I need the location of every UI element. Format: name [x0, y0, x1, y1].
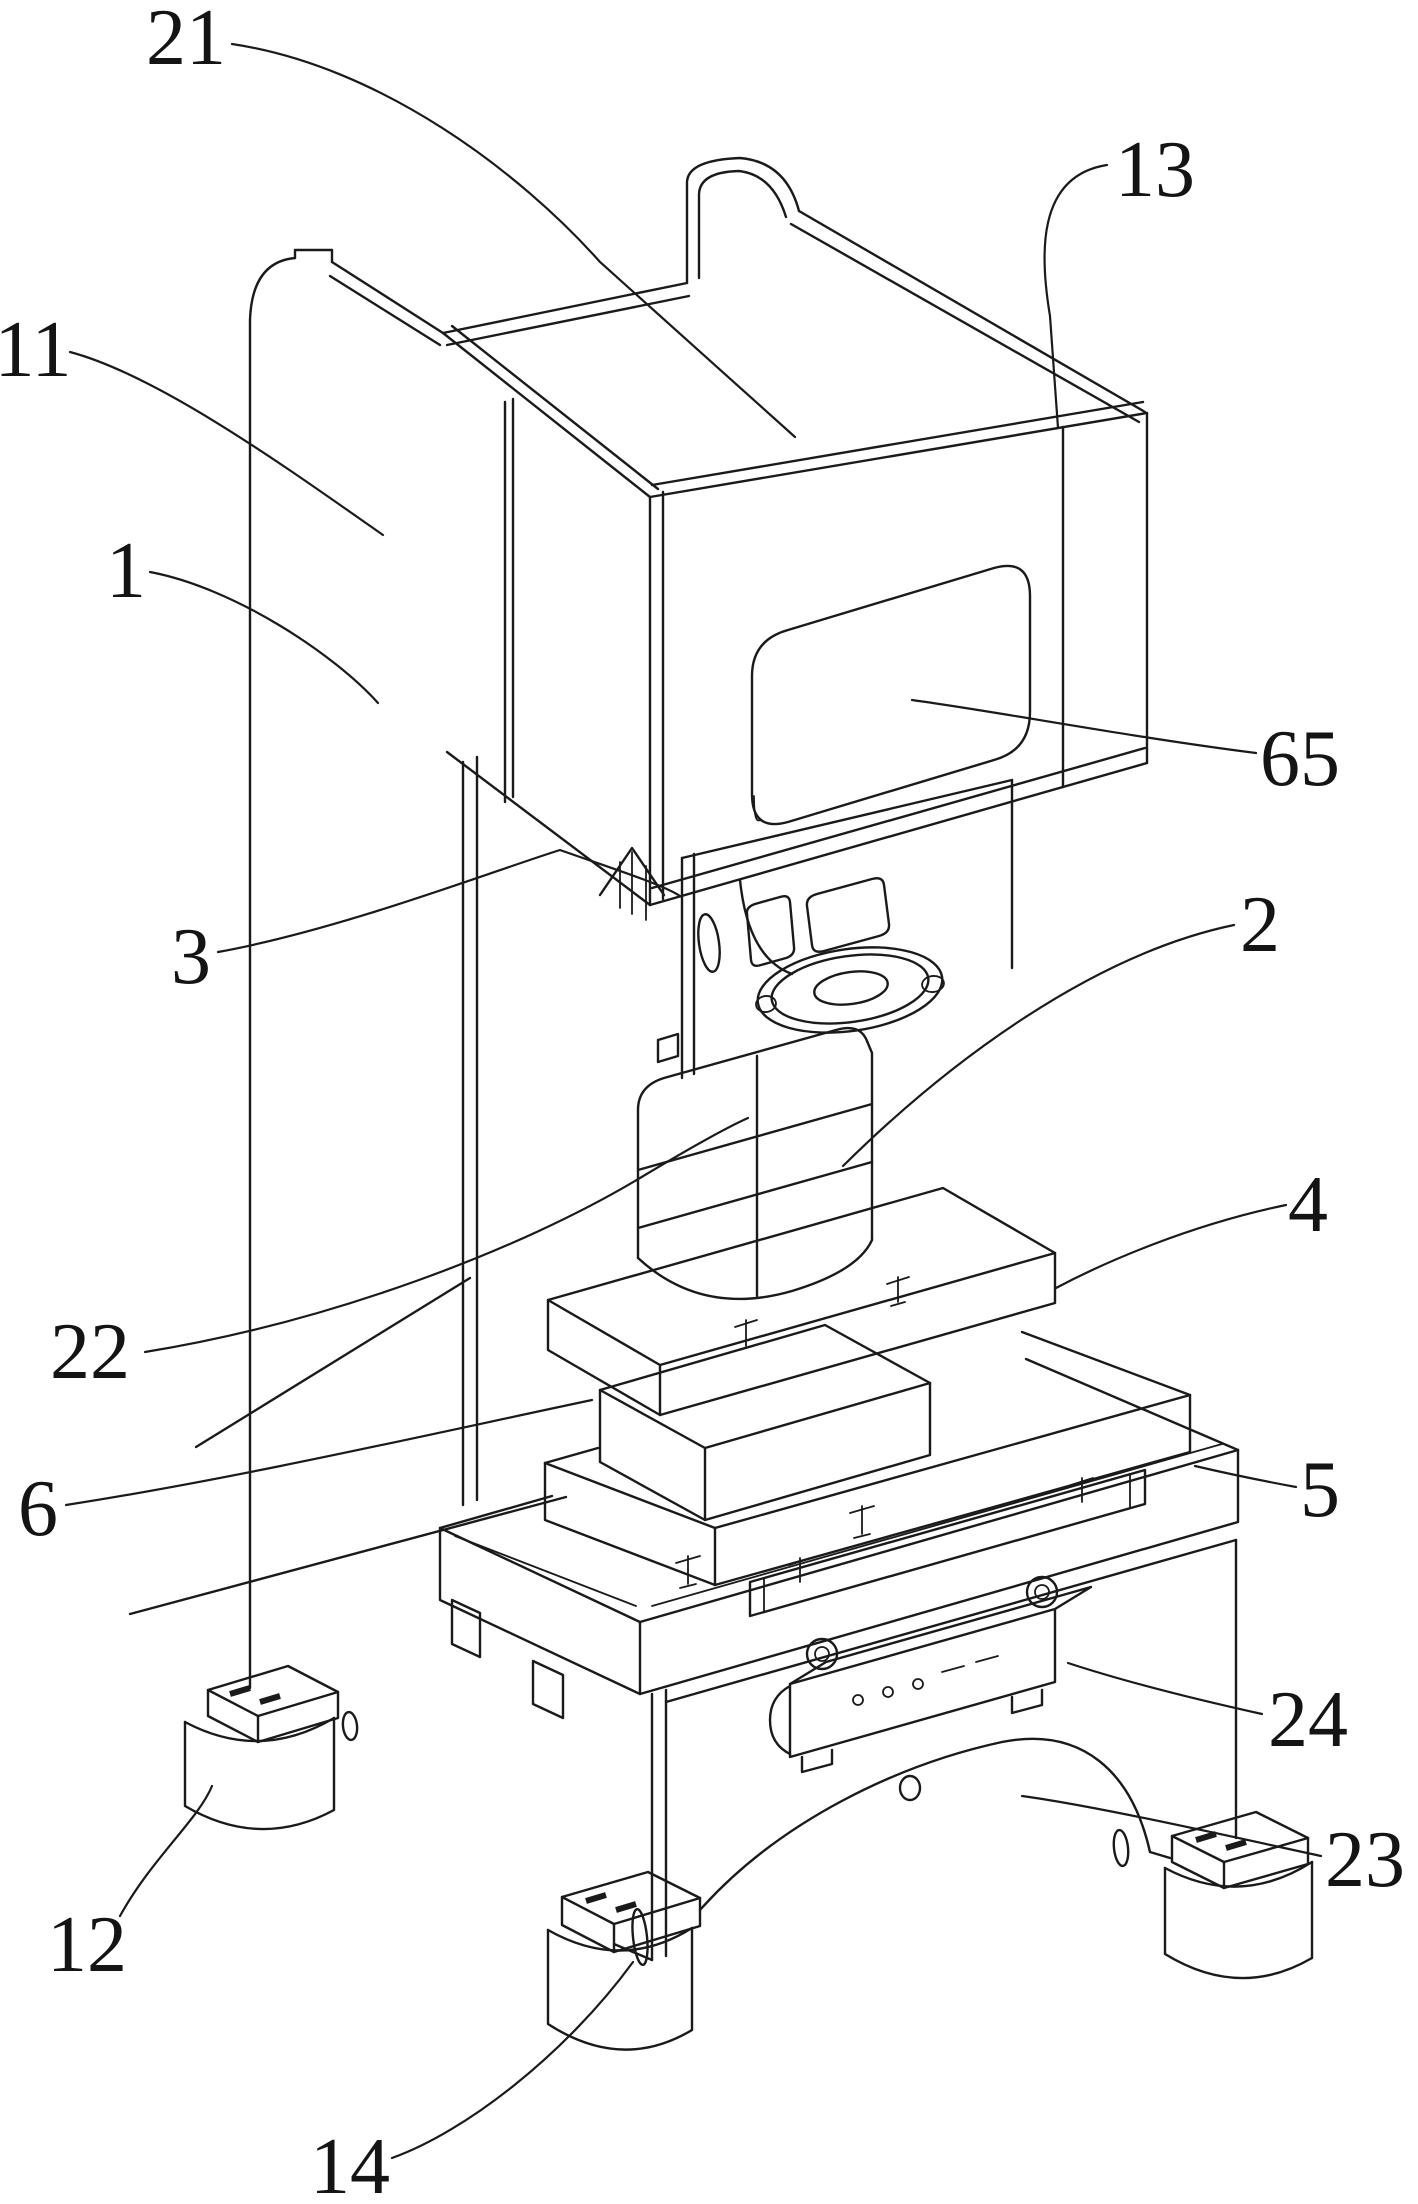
ref-label-13: 13 [1115, 126, 1195, 214]
ref-label-11: 11 [0, 306, 72, 394]
leader-line-22 [143, 1116, 750, 1354]
ref-label-24: 24 [1268, 1676, 1348, 1764]
leader-line-13 [1043, 163, 1109, 430]
leader-line-6 [64, 1398, 594, 1507]
leader-line-2 [841, 923, 1236, 1168]
access-panel [750, 564, 1032, 826]
machine-base [612, 1538, 1238, 1967]
rear-side-plate [441, 156, 1147, 804]
foot-left [183, 1664, 359, 1831]
worktable [438, 1357, 1240, 1720]
leader-line-5 [1193, 1464, 1298, 1489]
ref-label-4: 4 [1288, 1161, 1328, 1249]
ram-cylinder [636, 1026, 874, 1301]
ref-label-3: 3 [171, 913, 211, 1001]
leader-line-21 [230, 42, 797, 439]
leader-line-1 [148, 570, 380, 705]
slide-plate [546, 1186, 1057, 1417]
leader-line-14 [390, 1960, 635, 2160]
ref-label-6: 6 [18, 1465, 58, 1553]
ref-label-2: 2 [1240, 881, 1280, 969]
table-rail [748, 1468, 1147, 1618]
side-plate [128, 248, 568, 1690]
ref-label-21: 21 [146, 0, 226, 82]
ref-label-5: 5 [1300, 1446, 1340, 1534]
foot-front [546, 1870, 702, 2051]
leader-line-23 [1020, 1794, 1323, 1858]
terminal-block [768, 1575, 1093, 1774]
mid-frame [598, 778, 1014, 1080]
bolster-plate [543, 1330, 1192, 1589]
leader-line-24 [1066, 1661, 1264, 1716]
ref-label-23: 23 [1325, 1816, 1405, 1904]
leader-line-11 [68, 350, 385, 537]
machine-drawing [128, 156, 1314, 2051]
leader-line-4 [1054, 1203, 1288, 1290]
leader-line-3 [216, 848, 682, 954]
ref-label-22: 22 [50, 1308, 130, 1396]
flywheel-boss [755, 946, 945, 1034]
ref-label-65: 65 [1260, 715, 1340, 803]
leader-line-12 [118, 1784, 214, 1918]
die-block [598, 1323, 932, 1522]
foot-right [1163, 1810, 1314, 1980]
leader-line-65 [910, 698, 1258, 755]
ref-label-12: 12 [47, 1901, 127, 1989]
ref-label-1: 1 [106, 527, 146, 615]
ref-label-14: 14 [310, 2123, 390, 2204]
housing-body [445, 411, 1149, 907]
